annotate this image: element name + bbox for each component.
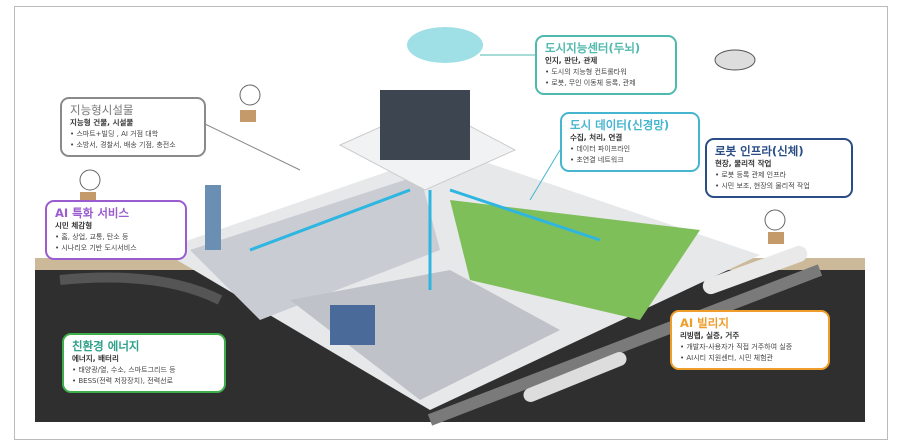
brain-cloud	[407, 27, 483, 63]
callout-title: AI 빌리지	[680, 316, 729, 330]
callout-item: 태양광/열, 수소, 스마트그리드 등	[72, 366, 216, 375]
tower	[205, 185, 221, 250]
callout-item: 로봇 등록 관제 인프라	[715, 171, 843, 180]
air-taxi-icon	[714, 49, 756, 71]
callout-subtitle: 지능형 건물, 시설물	[70, 118, 134, 128]
callout-subtitle: 시민 체감형	[55, 221, 93, 231]
callout-item: 도시의 지능형 컨트롤타워	[545, 68, 667, 77]
callout-title: 지능형시설물	[70, 103, 134, 117]
drone-icon	[79, 169, 101, 204]
connector-line	[204, 123, 301, 171]
callout-eco-energy: 친환경 에너지 에너지, 배터리 태양광/열, 수소, 스마트그리드 등 BESS…	[62, 333, 226, 394]
callout-item: AI시티 지원센터, 시민 체험관	[680, 354, 820, 363]
building	[330, 305, 375, 345]
callout-subtitle: 현장, 물리적 작업	[715, 159, 772, 169]
tunnel-left	[59, 272, 223, 305]
rail-track	[427, 264, 823, 426]
connector-line	[529, 149, 561, 201]
district-village	[450, 200, 700, 320]
network-line	[249, 188, 411, 252]
network-line	[449, 188, 601, 242]
callout-title: 도시지능센터(두뇌)	[545, 41, 641, 55]
callout-title: 도시 데이터(신경망)	[570, 118, 670, 132]
callout-item: 데이터 파이프라인	[570, 145, 690, 154]
callout-subtitle: 에너지, 배터리	[72, 354, 119, 364]
callout-title: 로봇 인프라(신체)	[715, 144, 804, 158]
district-left	[190, 175, 440, 320]
callout-item: 소방서, 경찰서, 배송 기점, 충전소	[70, 141, 196, 150]
callout-title: 친환경 에너지	[72, 339, 140, 353]
data-center	[380, 90, 470, 160]
image-frame	[14, 6, 888, 440]
callout-item: 초연결 네트워크	[570, 156, 690, 165]
callout-intelligent-facilities: 지능형시설물 지능형 건물, 시설물 스마트+빌딩 , AI 거점 대학소방서,…	[60, 97, 206, 158]
train	[702, 245, 808, 295]
train-lower	[523, 352, 627, 402]
callout-item: BESS(전력 저장장치), 전력선로	[72, 377, 216, 386]
district-bottom	[290, 270, 560, 400]
callout-item: 홈, 상업, 교통, 탄소 등	[55, 233, 177, 242]
callout-item: 시나리오 기반 도시서비스	[55, 244, 177, 253]
callout-item: 로봇, 무인 이동체 등록, 관제	[545, 79, 667, 88]
callout-item: 스마트+빌딩 , AI 거점 대학	[70, 130, 196, 139]
callout-subtitle: 인지, 판단, 관제	[545, 56, 598, 66]
callout-subtitle: 리빙랩, 실증, 거주	[680, 331, 740, 341]
drone-icon	[239, 84, 261, 122]
callout-subtitle: 수집, 처리, 연결	[570, 133, 623, 143]
callout-ai-service: AI 특화 서비스 시민 체감형 홈, 상업, 교통, 탄소 등시나리오 기반 …	[45, 200, 187, 261]
callout-ai-village: AI 빌리지 리빙랩, 실증, 거주 개발자-사용자가 직접 거주하여 실증 AI…	[670, 310, 830, 371]
callout-title: AI 특화 서비스	[55, 206, 130, 220]
callout-city-data: 도시 데이터(신경망) 수집, 처리, 연결 데이터 파이프라인초연결 네트워크	[560, 112, 700, 173]
callout-item: 시민 보조, 현장의 물리적 작업	[715, 182, 843, 191]
drone-icon	[764, 209, 786, 244]
callout-robot-infra: 로봇 인프라(신체) 현장, 물리적 작업 로봇 등록 관제 인프라시민 보조,…	[705, 138, 853, 199]
callout-item: 개발자-사용자가 직접 거주하여 실증	[680, 343, 820, 352]
callout-city-intelligence-center: 도시지능센터(두뇌) 인지, 판단, 관제 도시의 지능형 컨트롤타워로봇, 무…	[535, 35, 677, 96]
